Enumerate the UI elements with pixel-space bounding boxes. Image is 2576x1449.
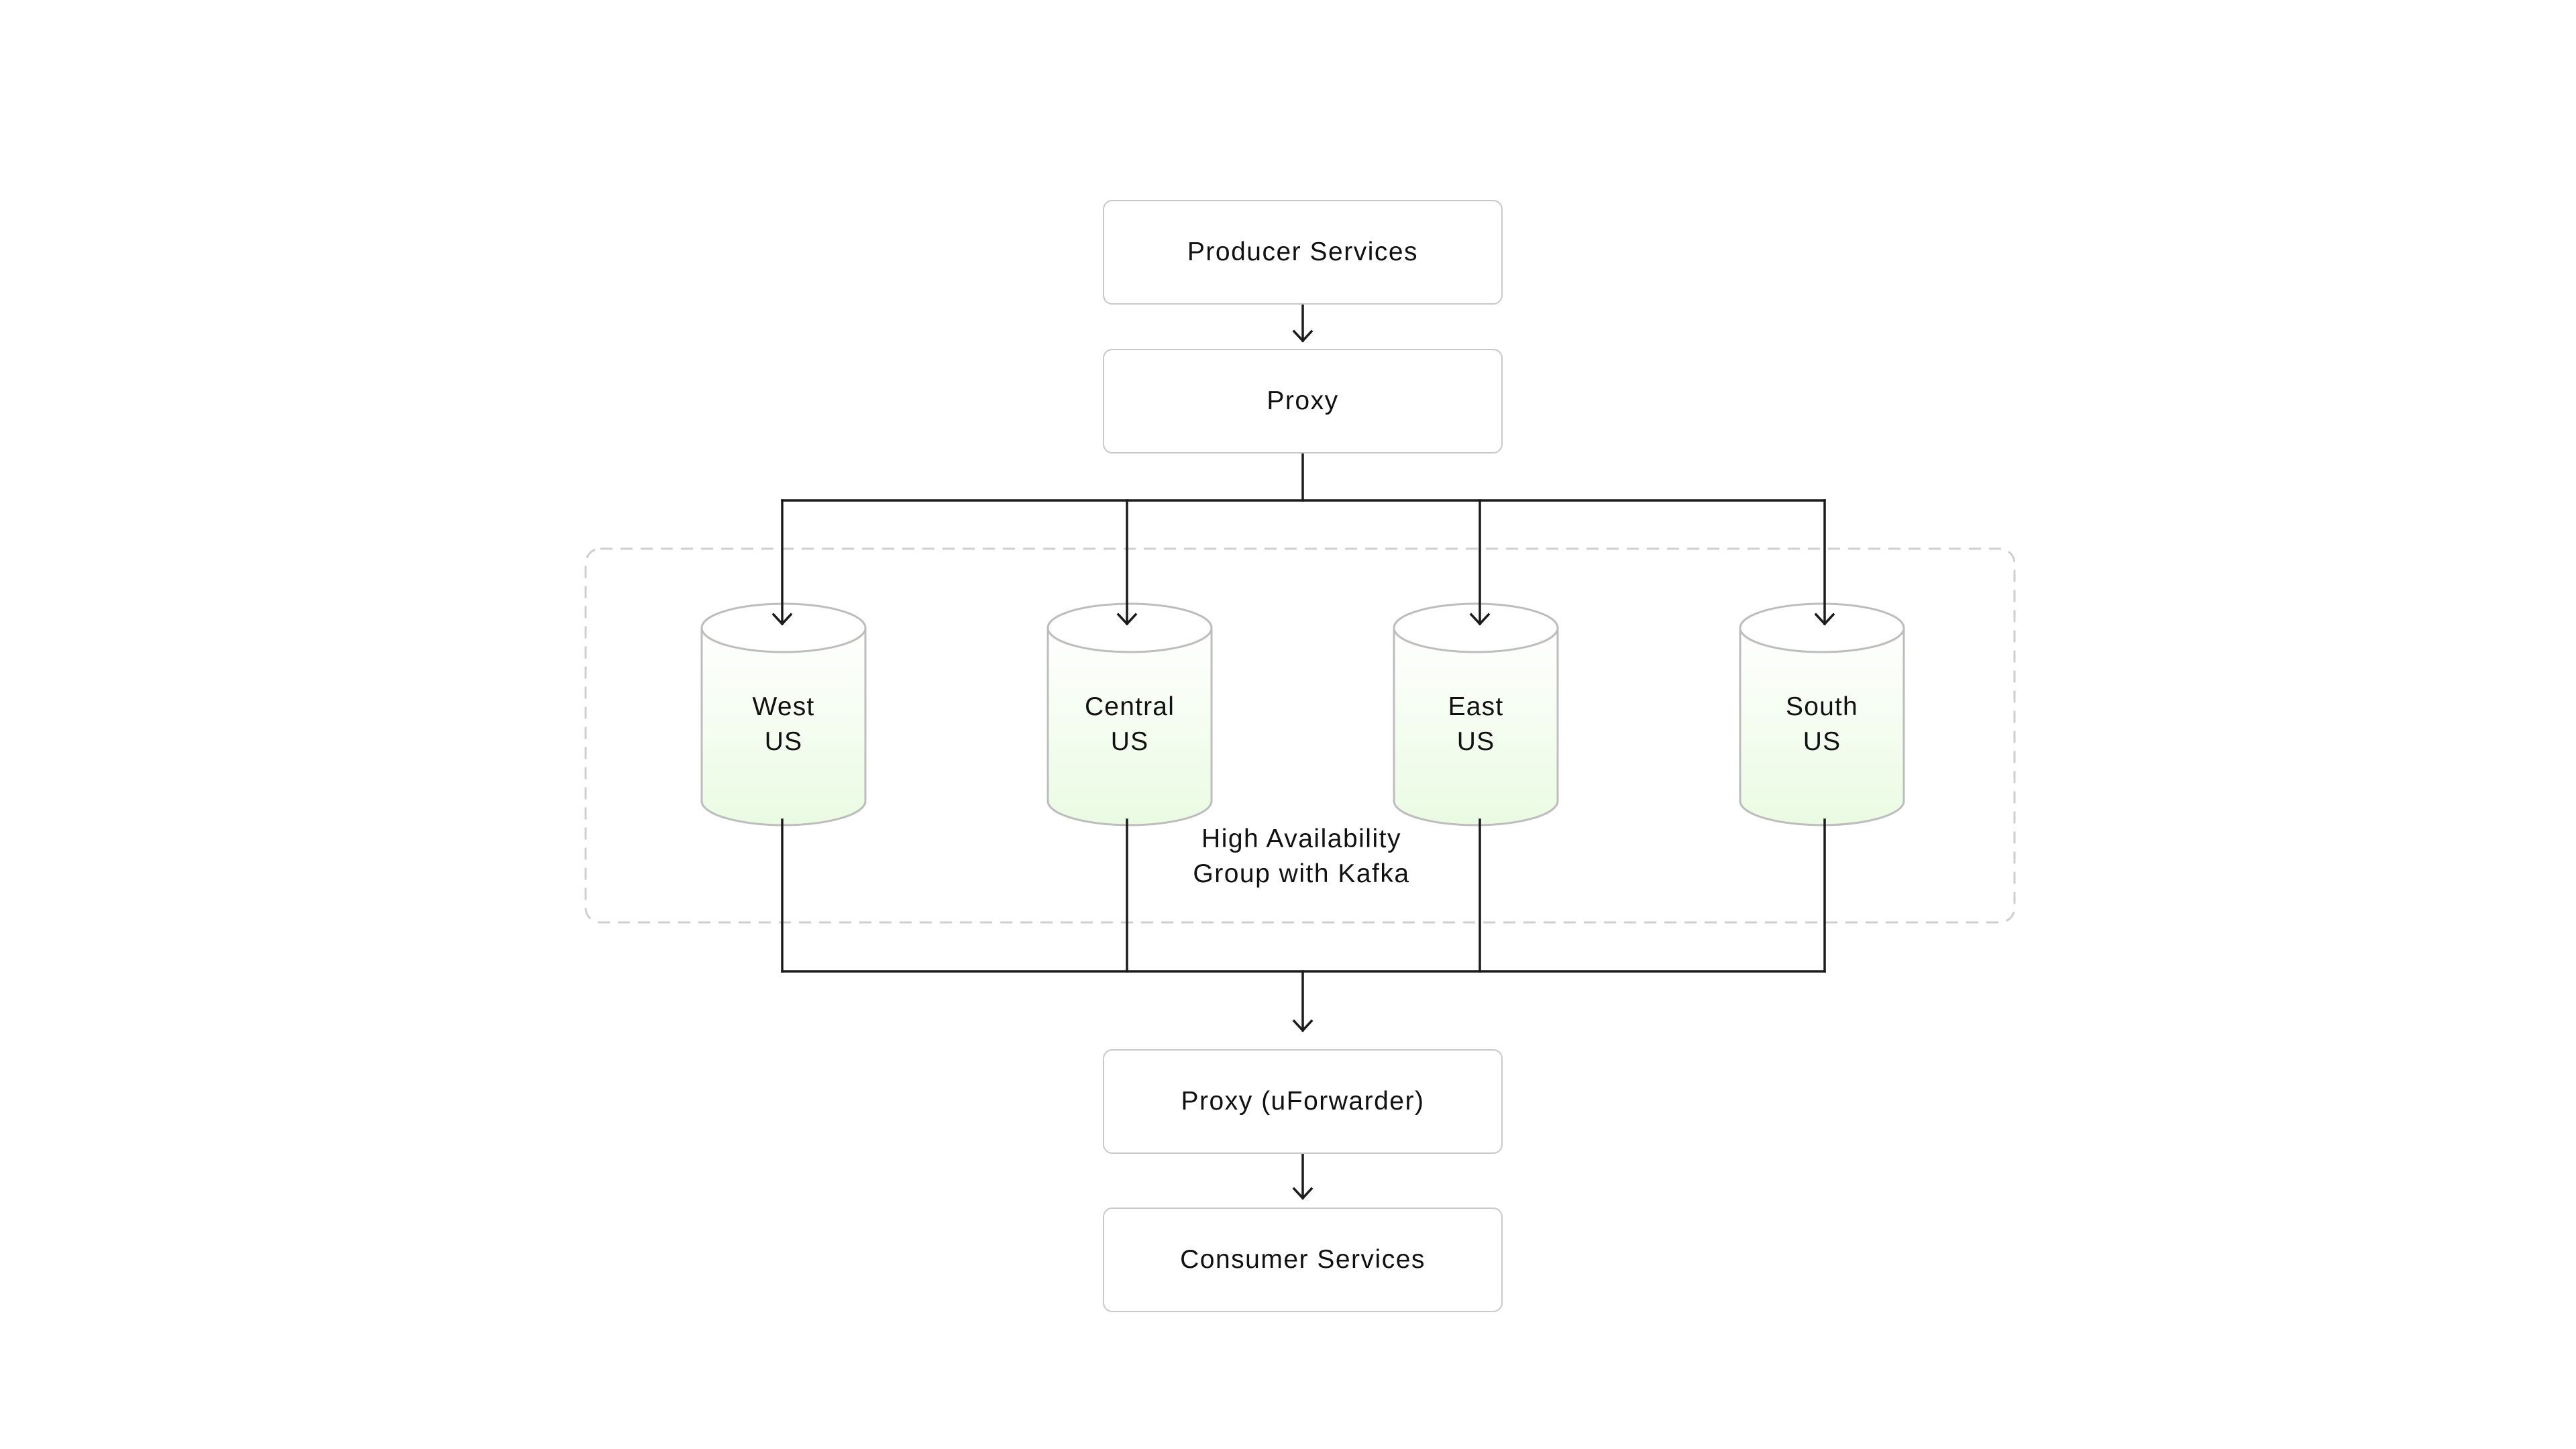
cluster-label-line2: US	[1803, 727, 1841, 756]
proxy-label: Proxy	[1267, 386, 1339, 415]
cluster-label-line2: US	[1110, 727, 1149, 756]
cylinder-south-us	[1739, 602, 1905, 826]
proxy-box: Proxy	[1103, 349, 1503, 453]
cluster-label-line1: West	[752, 692, 815, 721]
cluster-label-line1: Central	[1084, 692, 1175, 721]
consumer-services-label: Consumer Services	[1180, 1245, 1426, 1274]
ha-group-label-line2: Group with Kafka	[1193, 859, 1410, 888]
ha-group-label-line1: High Availability	[1201, 824, 1401, 853]
arrowhead-forwarder-to-consumer	[1292, 1187, 1313, 1200]
cluster-label-west-us: West US	[702, 690, 865, 759]
proxy-forwarder-label: Proxy (uForwarder)	[1181, 1087, 1425, 1116]
arrowhead-to-west-us	[771, 612, 793, 626]
cylinder-west-us	[700, 602, 867, 826]
ha-group-container	[584, 547, 2016, 924]
arrowhead-to-south-us	[1814, 612, 1835, 626]
arrowhead-to-central-us	[1116, 612, 1138, 626]
cluster-label-central-us: Central US	[1048, 690, 1212, 759]
cylinder-east-us	[1393, 602, 1559, 826]
cylinder-central-us	[1046, 602, 1213, 826]
consumer-services-box: Consumer Services	[1103, 1208, 1503, 1312]
arrowhead-to-east-us	[1469, 612, 1491, 626]
arrowhead-producer-to-proxy	[1292, 329, 1313, 343]
producer-services-label: Producer Services	[1187, 237, 1419, 266]
arrowhead-to-proxy-forwarder	[1292, 1019, 1313, 1032]
producer-services-box: Producer Services	[1103, 200, 1503, 305]
cluster-label-line1: South	[1786, 692, 1858, 721]
cluster-label-south-us: South US	[1740, 690, 1904, 759]
proxy-forwarder-box: Proxy (uForwarder)	[1103, 1049, 1503, 1154]
cluster-label-line1: East	[1448, 692, 1504, 721]
cluster-label-line2: US	[764, 727, 803, 756]
cluster-label-line2: US	[1456, 727, 1495, 756]
cluster-label-east-us: East US	[1394, 690, 1558, 759]
ha-group-label: High Availability Group with Kafka	[1100, 822, 1503, 892]
